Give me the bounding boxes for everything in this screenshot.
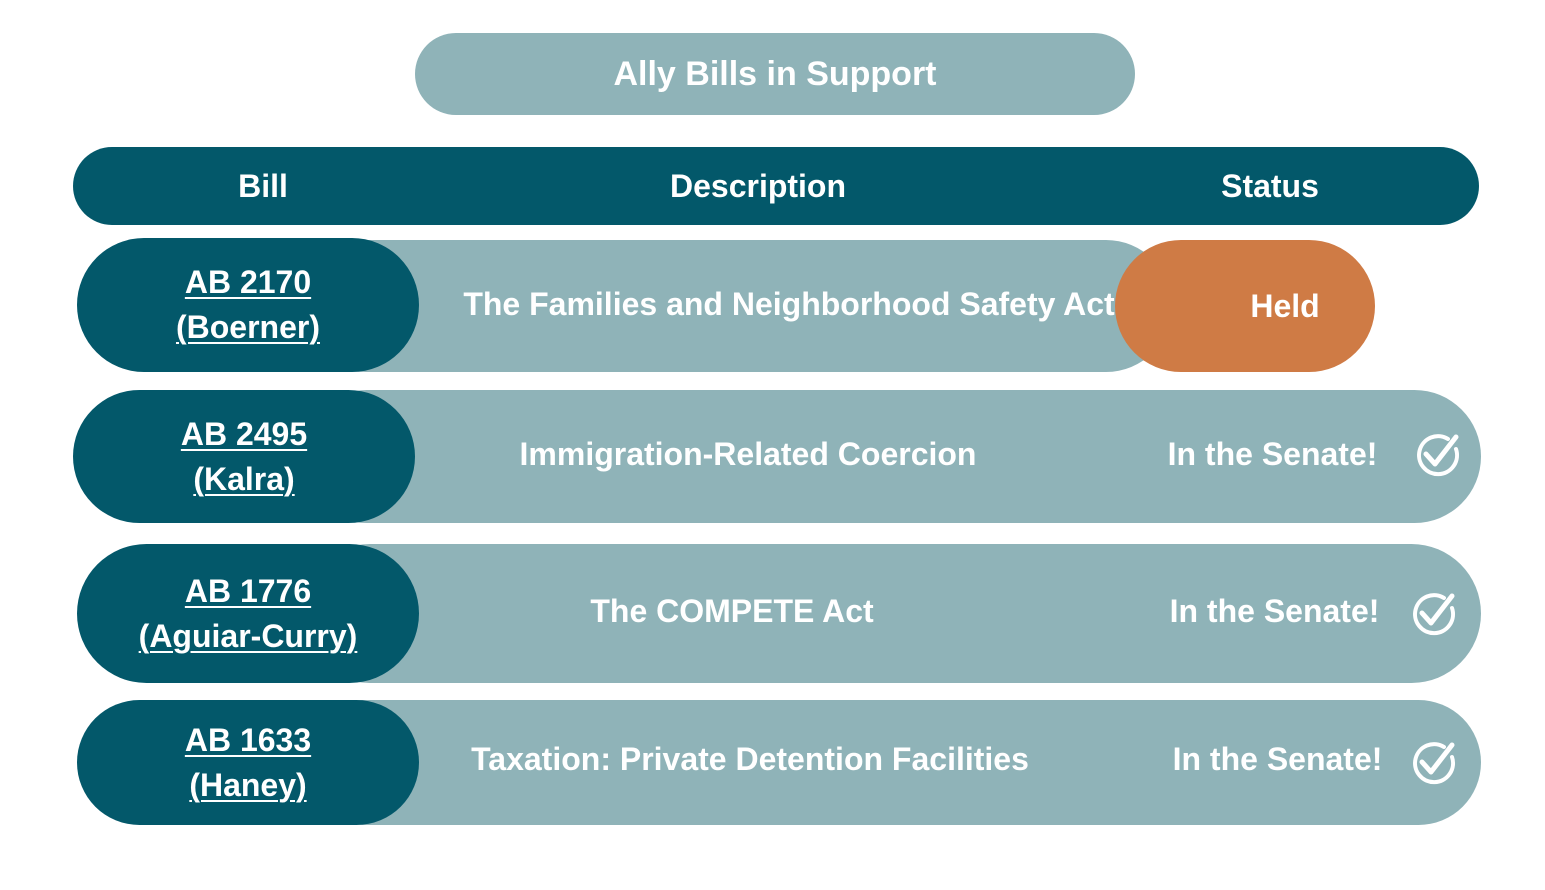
header-status: Status xyxy=(1221,167,1319,204)
check-circle-icon xyxy=(1417,434,1460,477)
bill-description: The COMPETE Act xyxy=(590,592,874,629)
bill-cell: AB 2495 (Kalra) xyxy=(73,390,415,523)
header-bill: Bill xyxy=(238,167,288,204)
status-badge-held: Held xyxy=(1115,240,1375,372)
page-title: Ally Bills in Support xyxy=(415,33,1135,115)
bill-author-link[interactable]: (Kalra) xyxy=(193,460,295,497)
page-title-text: Ally Bills in Support xyxy=(613,54,937,93)
header-description: Description xyxy=(669,167,847,204)
table-row xyxy=(300,544,1481,683)
bill-description: Taxation: Private Detention Facilities xyxy=(471,740,1029,777)
bill-author-link[interactable]: (Haney) xyxy=(189,766,307,803)
bill-number-link[interactable]: AB 2495 xyxy=(180,415,308,452)
table-row xyxy=(300,390,1481,523)
bill-cell: AB 2170 (Boerner) xyxy=(77,238,419,372)
bill-description: Immigration-Related Coercion xyxy=(519,435,977,472)
bill-cell: AB 1633 (Haney) xyxy=(77,700,419,825)
bill-number-link[interactable]: AB 1776 xyxy=(184,572,312,609)
bill-cell: AB 1776 (Aguiar-Curry) xyxy=(77,544,419,683)
status-text: Held xyxy=(1250,287,1320,324)
bill-description: The Families and Neighborhood Safety Act xyxy=(463,285,1115,322)
status-text: In the Senate! xyxy=(1169,592,1380,629)
table-row xyxy=(300,700,1481,825)
bill-author-link[interactable]: (Boerner) xyxy=(175,309,320,345)
check-circle-icon xyxy=(1413,742,1456,785)
check-circle-icon xyxy=(1413,593,1456,636)
bill-number-link[interactable]: AB 1633 xyxy=(184,721,312,758)
table-header: Bill Description Status xyxy=(73,147,1479,225)
bill-author-link[interactable]: (Aguiar-Curry) xyxy=(138,617,358,654)
table-row xyxy=(300,240,1172,372)
status-text: In the Senate! xyxy=(1172,740,1383,777)
bill-number-link[interactable]: AB 2170 xyxy=(184,264,312,301)
status-text: In the Senate! xyxy=(1167,435,1378,472)
